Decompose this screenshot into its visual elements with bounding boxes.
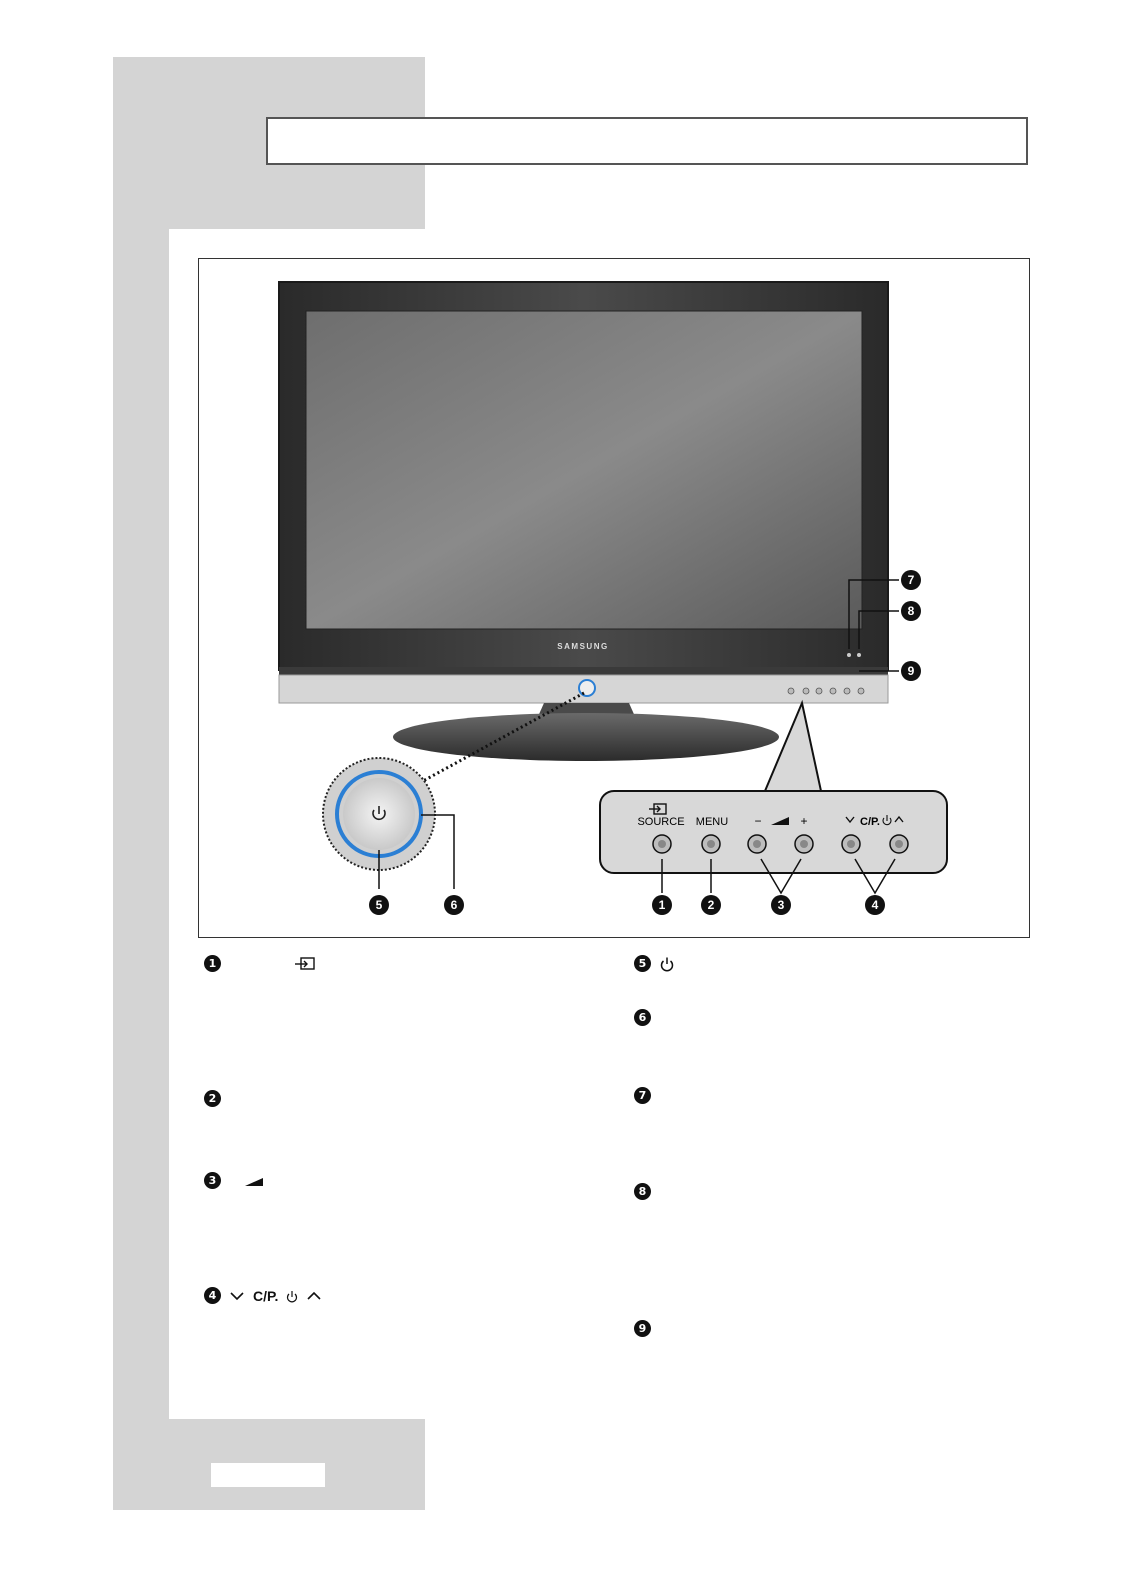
desc-item-3: 3 — [204, 1172, 267, 1189]
desc-number: 1 — [204, 955, 221, 972]
panel-label-source: SOURCE — [637, 816, 684, 828]
volume-icon — [245, 1177, 263, 1186]
source-icon — [295, 956, 315, 970]
stand-base — [393, 713, 779, 761]
callout-5 — [369, 895, 389, 915]
callout-3 — [771, 895, 791, 915]
chevron-up-icon — [894, 815, 904, 823]
callout-7 — [901, 570, 921, 590]
svg-text:8: 8 — [908, 604, 915, 618]
tv-front-figure: SAMSUNG — [198, 258, 1030, 938]
callout-4 — [865, 895, 885, 915]
desc-number: 2 — [204, 1090, 221, 1107]
desc-item-5: 5 — [634, 955, 675, 972]
desc-item-7: 7 — [634, 1087, 651, 1104]
indicator-dot-7 — [847, 653, 851, 657]
callout-line-6 — [421, 814, 455, 889]
page-number-box — [211, 1463, 325, 1487]
desc-number: 7 — [634, 1087, 651, 1104]
desc-number: 5 — [634, 955, 651, 972]
indicator-dot-8 — [857, 653, 861, 657]
panel-label-vol-plus: + — [800, 814, 807, 828]
callout-8 — [901, 601, 921, 621]
tv-screen — [305, 310, 863, 630]
callout-1 — [652, 895, 672, 915]
callout-6 — [444, 895, 464, 915]
desc-number: 4 — [204, 1287, 221, 1304]
brand-logo: SAMSUNG — [557, 642, 608, 651]
desc-number: 3 — [204, 1172, 221, 1189]
control-panel-zoom — [599, 790, 948, 874]
panel-pointer — [763, 699, 823, 792]
side-band-left — [113, 229, 169, 1419]
desc-item-2: 2 — [204, 1090, 221, 1107]
page-title-box — [266, 117, 1028, 165]
svg-text:9: 9 — [908, 664, 915, 678]
desc-item-8: 8 — [634, 1183, 651, 1200]
desc-number: 6 — [634, 1009, 651, 1026]
svg-text:2: 2 — [708, 898, 715, 912]
desc-item-9: 9 — [634, 1320, 651, 1337]
callout-2 — [701, 895, 721, 915]
svg-text:3: 3 — [778, 898, 785, 912]
desc-number: 9 — [634, 1320, 651, 1337]
callout-lines — [661, 579, 899, 895]
tv-illustration: SAMSUNG — [278, 281, 948, 915]
bar-power-button — [578, 679, 596, 697]
panel-label-channel: C/P. — [860, 816, 880, 828]
desc-item-6: 6 — [634, 1009, 651, 1026]
bar-buttons — [787, 687, 865, 695]
desc-item-4: 4 C/P. — [204, 1287, 322, 1304]
svg-text:5: 5 — [376, 898, 383, 912]
desc-number: 8 — [634, 1183, 651, 1200]
panel-label-vol-minus: − — [754, 814, 761, 828]
source-icon — [649, 803, 667, 815]
power-icon — [660, 957, 674, 971]
zoom-guide-line — [422, 691, 585, 783]
chevron-down-icon — [845, 816, 855, 824]
svg-text:4: 4 — [872, 898, 879, 912]
panel-label-menu: MENU — [696, 816, 728, 828]
chevron-down-icon — [230, 1291, 244, 1300]
standby-icon — [287, 1290, 298, 1302]
standby-icon — [882, 815, 892, 826]
svg-text:1: 1 — [659, 898, 666, 912]
volume-icon — [771, 817, 789, 825]
svg-text:6: 6 — [451, 898, 458, 912]
desc-item-1: 1 — [204, 955, 317, 972]
channel-label: C/P. — [253, 1287, 279, 1304]
callout-9 — [901, 661, 921, 681]
chevron-up-icon — [307, 1291, 322, 1300]
power-icon — [372, 806, 386, 821]
svg-text:7: 7 — [908, 573, 915, 587]
speaker-grille — [279, 667, 888, 675]
panel-pointer-join — [766, 792, 820, 799]
